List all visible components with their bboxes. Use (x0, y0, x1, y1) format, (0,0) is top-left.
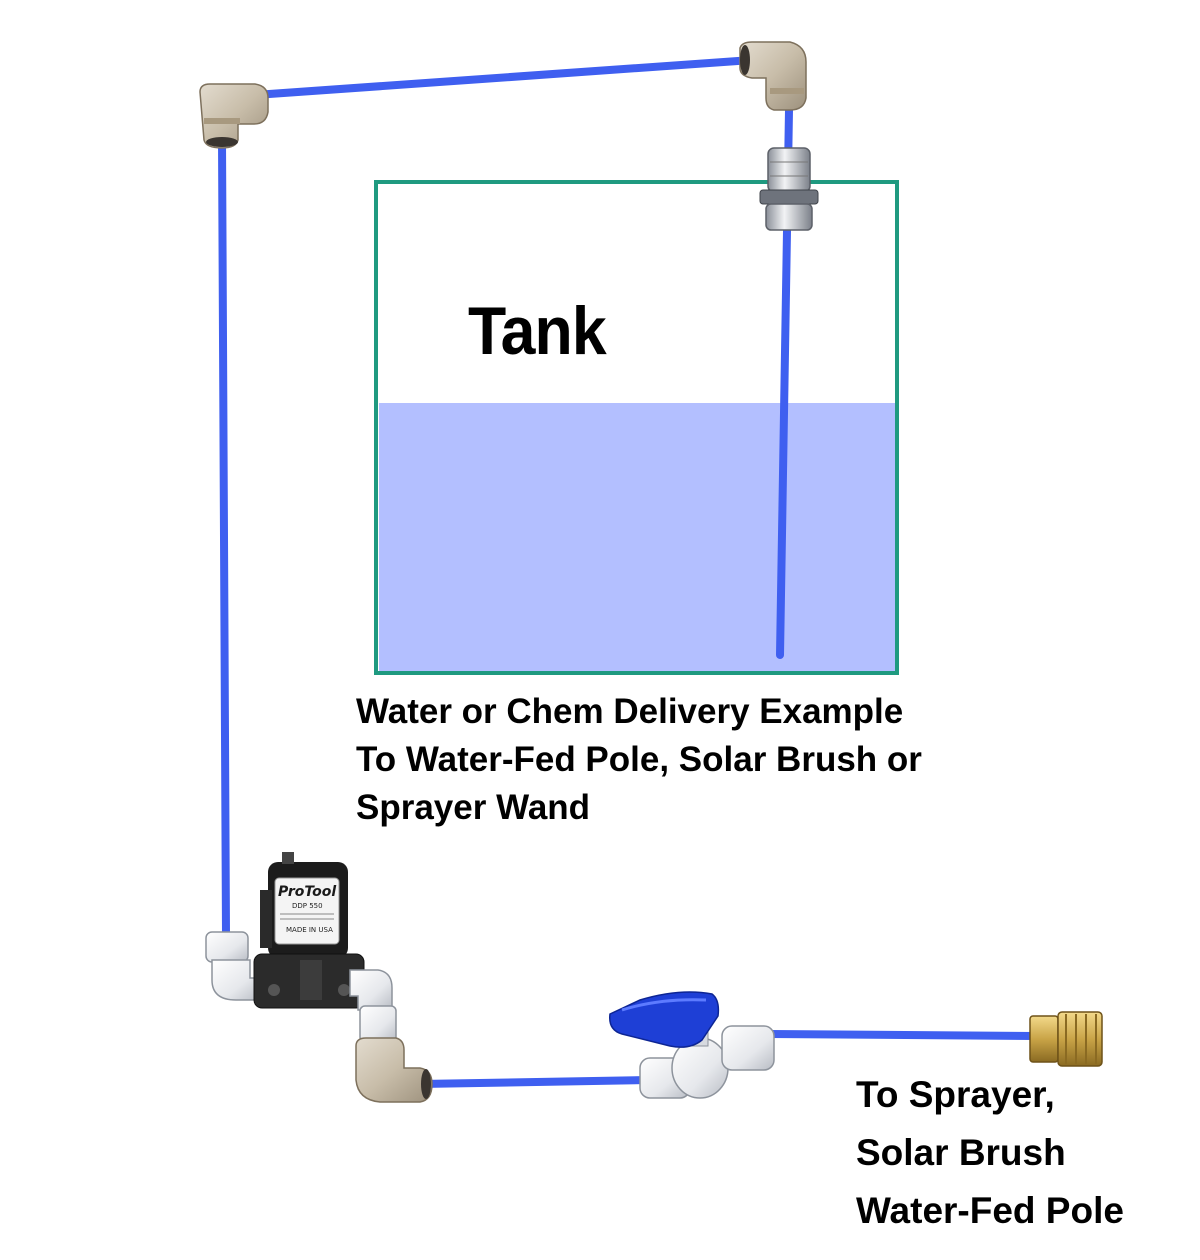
elbow-fitting-icon (355, 1037, 433, 1103)
tube-valve-to-adapter (766, 1030, 1039, 1040)
bulkhead-fitting-icon (759, 147, 819, 231)
caption-line: Sprayer Wand (356, 788, 591, 827)
tube-bottom-to-valve (416, 1076, 652, 1088)
destination-line: To Sprayer, (856, 1074, 1055, 1115)
destination-label: To Sprayer, Solar Brush Water-Fed Pole (856, 1066, 1124, 1240)
ball-valve-icon (609, 991, 775, 1099)
elbow-fitting-icon (739, 41, 807, 111)
tank-label: Tank (468, 293, 607, 369)
tube-top (251, 56, 756, 99)
caption-line: To Water-Fed Pole, Solar Brush or (356, 740, 922, 779)
destination-line: Water-Fed Pole (856, 1190, 1124, 1231)
pump-model: DDP 550 (292, 902, 323, 910)
tube-left-vertical (218, 136, 230, 939)
elbow-fitting-icon (199, 83, 269, 149)
tank-outline (374, 180, 899, 675)
pump-icon: ProTool DDP 550 MADE IN USA (205, 852, 397, 1043)
hose-adapter-icon (1029, 1011, 1103, 1067)
pump-origin: MADE IN USA (286, 926, 333, 934)
diagram-caption: Water or Chem Delivery Example To Water-… (356, 688, 922, 832)
tank-water (379, 403, 895, 671)
pump-brand: ProTool (278, 884, 336, 900)
tank (374, 180, 899, 675)
destination-line: Solar Brush (856, 1132, 1066, 1173)
caption-line: Water or Chem Delivery Example (356, 692, 904, 731)
